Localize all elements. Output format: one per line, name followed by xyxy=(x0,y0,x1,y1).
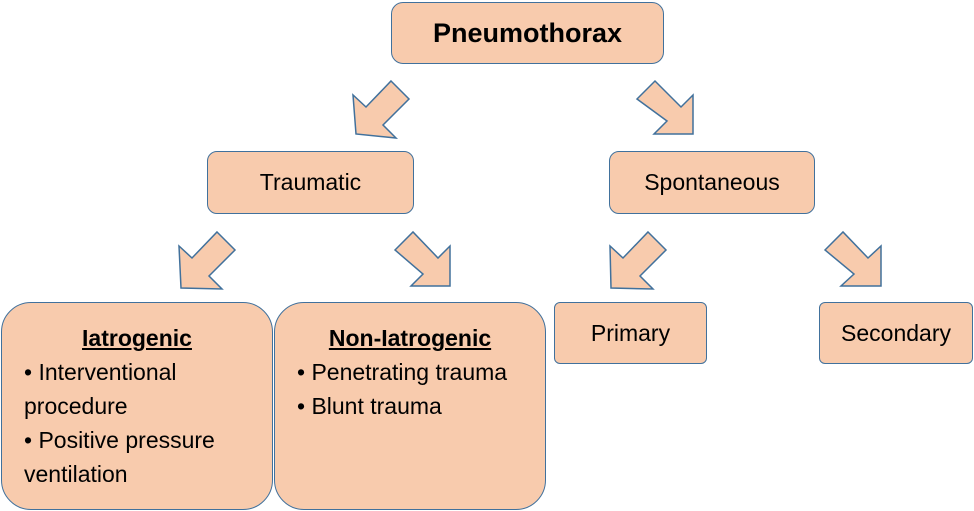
non-iatrogenic-item: • Penetrating trauma xyxy=(297,359,508,385)
arrow-to-traumatic xyxy=(352,79,411,139)
arrow-to-spontaneous xyxy=(635,79,694,135)
traumatic-label: Traumatic xyxy=(259,169,362,195)
arrow-to-secondary xyxy=(823,230,882,287)
primary-label: Primary xyxy=(590,319,671,346)
arrow-to-primary xyxy=(609,230,668,290)
non-iatrogenic-item: • Blunt trauma xyxy=(297,393,442,419)
iatrogenic-title: Iatrogenic xyxy=(82,325,192,351)
primary-node: Primary xyxy=(554,302,707,364)
arrow-to-iatrogenic xyxy=(178,230,237,290)
non-iatrogenic-node: Non-Iatrogenic • Penetrating trauma • Bl… xyxy=(274,302,546,510)
root-label: Pneumothorax xyxy=(432,17,623,48)
iatrogenic-item: • Positive pressure ventilation xyxy=(24,427,215,487)
spontaneous-label: Spontaneous xyxy=(644,169,780,195)
root-node: Pneumothorax xyxy=(391,2,664,64)
arrow-to-non-iatrogenic xyxy=(393,230,451,287)
secondary-label: Secondary xyxy=(841,319,951,346)
secondary-node: Secondary xyxy=(819,302,973,364)
iatrogenic-node: Iatrogenic • Interventional procedure • … xyxy=(1,302,273,510)
iatrogenic-item: • Interventional procedure xyxy=(24,359,177,419)
traumatic-node: Traumatic xyxy=(207,151,414,214)
non-iatrogenic-title: Non-Iatrogenic xyxy=(328,325,492,351)
spontaneous-node: Spontaneous xyxy=(609,151,815,214)
